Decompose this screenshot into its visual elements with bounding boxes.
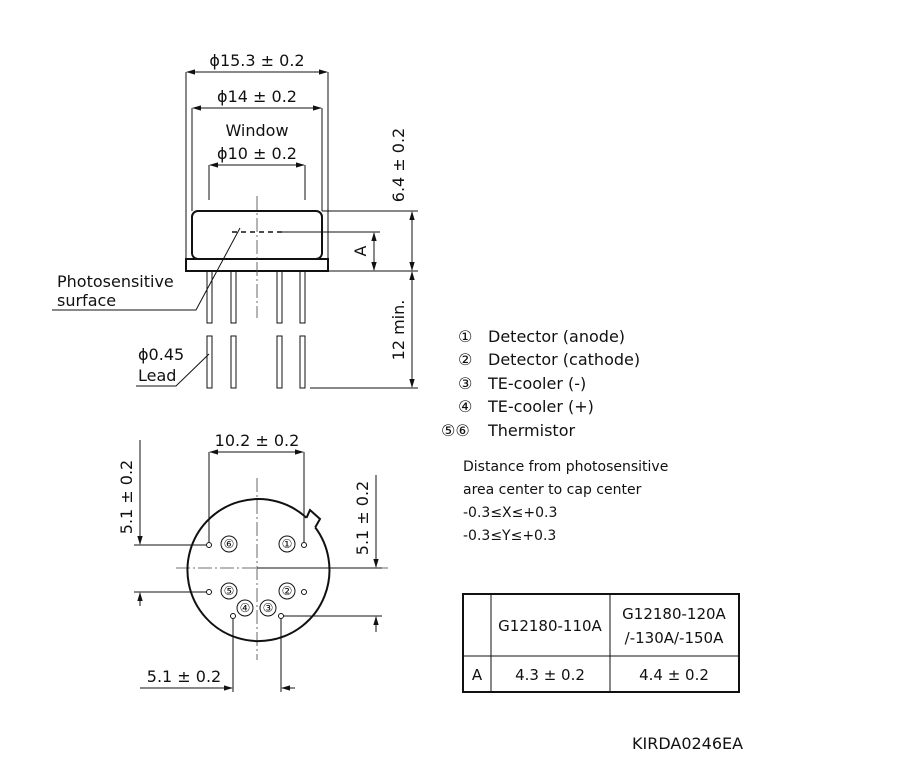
bottom-view: ① ② ③ ④ ⑤ ⑥ 10.2 ± 0.2 5. [117,431,388,692]
dim-height: 6.4 ± 0.2 [389,128,408,202]
pin-number-3: ③ [259,599,277,617]
pin-number-6: ⑥ [220,535,238,553]
pin-number-1: ① [278,535,296,553]
index-tab [305,508,322,528]
leads-lower [206,335,306,389]
legend-text-2: Detector (cathode) [488,350,640,369]
svg-text:④: ④ [240,601,251,615]
legend-num-5: ⑤⑥ [441,421,470,440]
pin-number-5: ⑤ [220,582,238,600]
table-header-model-2-line1: G12180-120A [622,605,726,623]
pin-number-4: ④ [236,599,254,617]
dim-lead-length: 12 min. [389,300,408,361]
legend-text-5: Thermistor [487,421,575,440]
side-view: ϕ15.3 ± 0.2 ϕ14 ± 0.2 Window ϕ10 ± 0.2 6… [52,51,418,389]
dim-bottom: 5.1 ± 0.2 [147,667,221,686]
pin-holes [206,542,307,619]
drawing-code: KIRDA0246EA [632,734,743,753]
leads-upper [206,270,306,324]
table-header-model-2-line2: /-130A/-150A [625,629,724,647]
svg-text:②: ② [282,584,293,598]
note-line-1: Distance from photosensitive [463,459,668,475]
svg-text:⑥: ⑥ [224,537,235,551]
package-outline-bottom [186,498,331,642]
lead-label-1: ϕ0.45 [138,345,184,364]
table-row-label: A [472,666,483,684]
window-label: Window [225,121,288,140]
photosensitive-label-1: Photosensitive [57,272,174,291]
legend-num-1: ① [458,327,472,346]
dim-window-diameter: ϕ10 ± 0.2 [217,144,297,163]
legend-num-3: ③ [458,374,472,393]
dim-flange-diameter: ϕ14 ± 0.2 [217,87,297,106]
tolerance-note: Distance from photosensitive area center… [463,459,668,544]
svg-text:①: ① [282,537,293,551]
table-value-1: 4.3 ± 0.2 [515,666,585,684]
dim-right-vertical: 5.1 ± 0.2 [353,481,372,555]
dim-left-vertical: 5.1 ± 0.2 [117,460,136,534]
note-line-4: -0.3≤Y≤+0.3 [463,528,556,544]
table-value-2: 4.4 ± 0.2 [639,666,709,684]
svg-text:⑤: ⑤ [224,584,235,598]
dimension-table: G12180-110A G12180-120A /-130A/-150A A 4… [462,593,740,693]
legend-num-2: ② [458,350,472,369]
dim-pin-span: 10.2 ± 0.2 [215,431,300,450]
legend-text-1: Detector (anode) [488,327,625,346]
photosensitive-leader [52,227,241,311]
legend-text-4: TE-cooler (+) [487,397,594,416]
svg-text:③: ③ [263,601,274,615]
lead-label-2: Lead [138,366,176,385]
legend-num-4: ④ [458,397,472,416]
dim-a: A [351,245,370,256]
pin-legend: ① Detector (anode) ② Detector (cathode) … [441,327,640,440]
lead-leader [136,353,210,387]
dim-outer-diameter: ϕ15.3 ± 0.2 [209,51,304,70]
legend-text-3: TE-cooler (-) [487,374,586,393]
table-header-model-1: G12180-110A [498,617,602,635]
photosensitive-label-2: surface [57,291,116,310]
note-line-3: -0.3≤X≤+0.3 [463,505,557,521]
note-line-2: area center to cap center [463,482,642,498]
pin-number-2: ② [278,582,296,600]
